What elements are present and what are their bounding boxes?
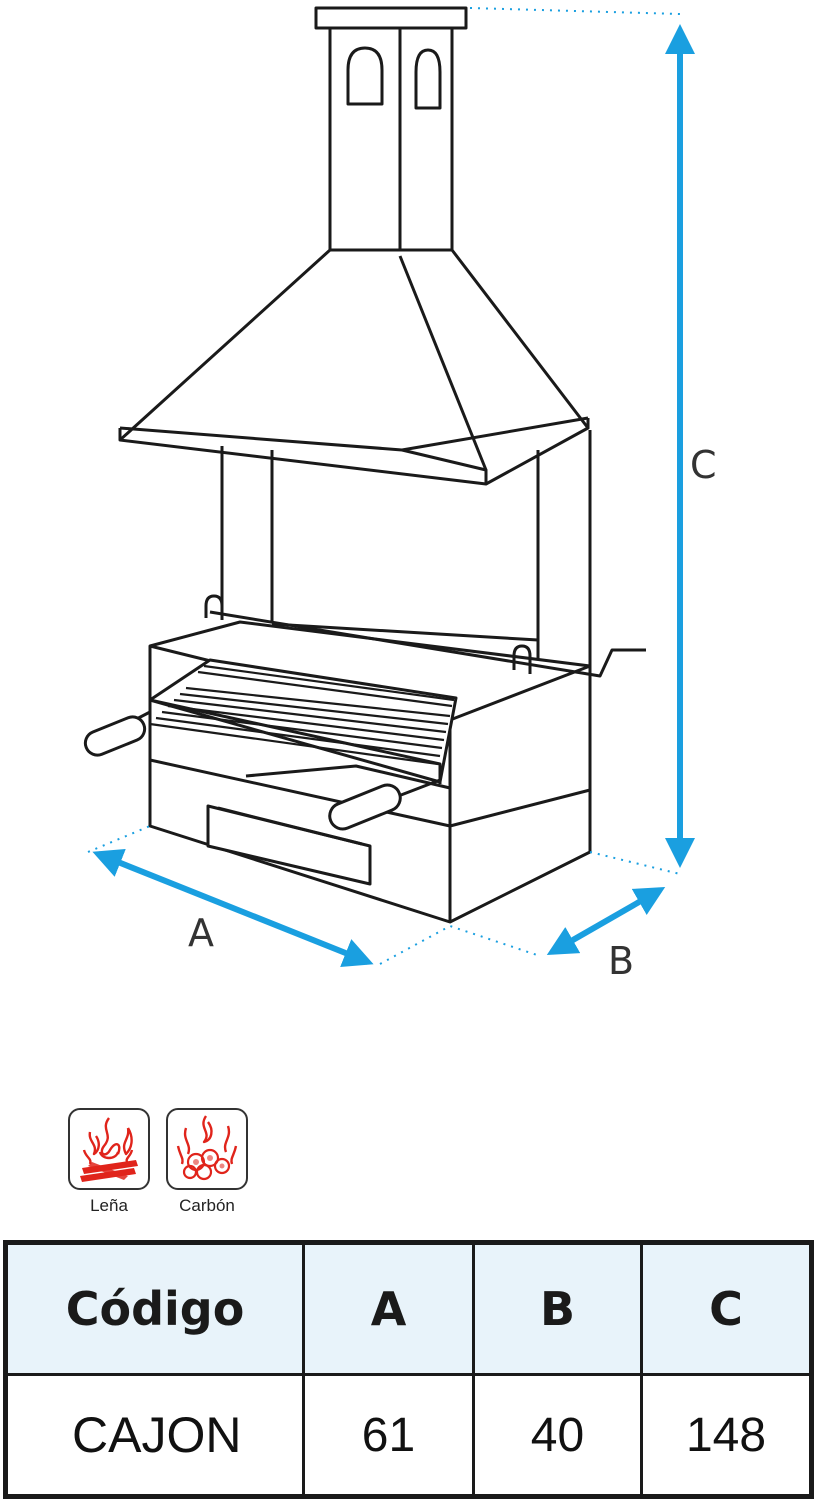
dimension-b-label: B: [608, 939, 634, 983]
dimension-b-arrow: [546, 887, 666, 955]
dimension-a-label: A: [188, 911, 214, 955]
dimensions-table: Código A B C CAJON 61 40 148: [3, 1240, 814, 1499]
fuel-label-lena: Leña: [90, 1196, 128, 1215]
header-codigo: Código: [4, 1241, 305, 1376]
cell-c: 148: [640, 1373, 813, 1498]
dimension-a-arrow: [92, 848, 374, 968]
fuel-badge-carbon: Carbón: [164, 1108, 250, 1216]
barbecue-diagram: A B C: [83, 6, 717, 983]
table-header-row: Código A B C: [4, 1241, 813, 1376]
charcoal-icon: [166, 1108, 248, 1190]
header-c: C: [640, 1241, 813, 1376]
fuel-label-carbon: Carbón: [179, 1196, 235, 1215]
barbecue-drawing: [83, 6, 646, 924]
fuel-badge-lena: Leña: [66, 1108, 152, 1216]
dimension-c-label: C: [690, 443, 717, 487]
cell-b: 40: [472, 1373, 643, 1498]
cell-codigo: CAJON: [4, 1373, 305, 1498]
header-a: A: [302, 1241, 475, 1376]
header-b: B: [472, 1241, 643, 1376]
table-row: CAJON 61 40 148: [4, 1373, 813, 1498]
firewood-icon: [68, 1108, 150, 1190]
cell-a: 61: [302, 1373, 475, 1498]
